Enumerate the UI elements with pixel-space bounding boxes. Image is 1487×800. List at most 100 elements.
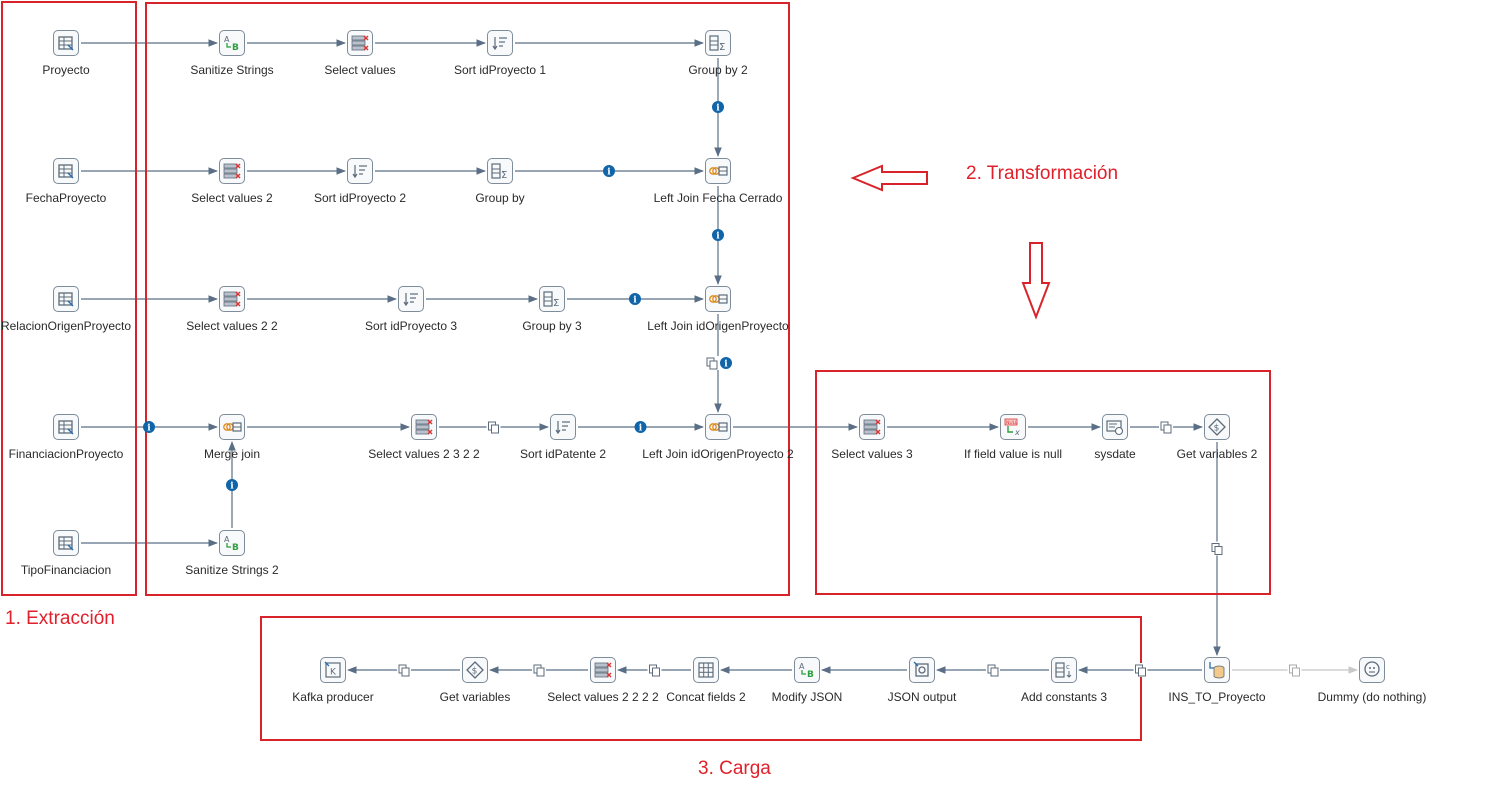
- step-proyecto[interactable]: [53, 30, 79, 56]
- step-label-dummy: Dummy (do nothing): [1317, 690, 1427, 704]
- table-input-icon: [57, 34, 75, 52]
- step-label-mergejoin: Merge join: [203, 447, 261, 461]
- step-selectvalues[interactable]: [347, 30, 373, 56]
- svg-text:Σ: Σ: [719, 42, 725, 52]
- step-sortpatente[interactable]: [550, 414, 576, 440]
- svg-text:A: A: [224, 35, 230, 44]
- step-fechaproyecto[interactable]: [53, 158, 79, 184]
- svg-text:Σ: Σ: [501, 170, 507, 180]
- svg-text:B: B: [232, 43, 239, 52]
- info-hop-icon: i: [712, 229, 724, 242]
- sort-rows-icon: [351, 162, 369, 180]
- step-label-selectvalues2322: Select values 2 3 2 2: [368, 447, 480, 461]
- load-label: 3. Carga: [698, 758, 771, 779]
- regions-layer: [1, 1, 1271, 741]
- step-leftjoinfecha[interactable]: [705, 158, 731, 184]
- step-label-concat2: Concat fields 2: [666, 690, 746, 704]
- select-values-icon: [222, 162, 242, 180]
- step-getvars2[interactable]: $: [1204, 414, 1230, 440]
- step-concat2[interactable]: [693, 657, 719, 683]
- step-label-getvars: Get variables: [439, 690, 511, 704]
- step-leftjoinorigen[interactable]: [705, 286, 731, 312]
- svg-text:i: i: [639, 424, 643, 434]
- step-label-selectvalues2: Select values 2: [191, 191, 273, 205]
- info-hop-icon: i: [226, 479, 238, 492]
- select-values-icon: [414, 418, 434, 436]
- step-selectvalues2[interactable]: [219, 158, 245, 184]
- step-getvars[interactable]: $: [462, 657, 488, 683]
- down-outline-arrow-icon: [1021, 242, 1051, 320]
- step-label-financiacion: FinanciacionProyecto: [8, 447, 124, 461]
- sort-rows-icon: [402, 290, 420, 308]
- step-selectvalues22[interactable]: [219, 286, 245, 312]
- step-label-sort1: Sort idProyecto 1: [453, 63, 547, 77]
- step-label-groupby2: Group by 2: [688, 63, 748, 77]
- copy-rows-hop-icon: [986, 663, 1000, 677]
- step-label-sort3: Sort idProyecto 3: [364, 319, 458, 333]
- step-label-selectvalues: Select values: [324, 63, 396, 77]
- svg-text:B: B: [232, 543, 239, 552]
- step-sort3[interactable]: [398, 286, 424, 312]
- step-label-groupby3: Group by 3: [522, 319, 582, 333]
- step-kafka[interactable]: K: [320, 657, 346, 683]
- step-label-modifyjson: Modify JSON: [771, 690, 843, 704]
- step-financiacion[interactable]: [53, 414, 79, 440]
- transformation-label: 2. Transformación: [966, 163, 1119, 184]
- json-output-icon: [913, 661, 931, 679]
- svg-text:i: i: [147, 424, 151, 434]
- svg-text:$: $: [1214, 424, 1220, 434]
- step-sysdate[interactable]: [1102, 414, 1128, 440]
- copy-rows-hop-icon: [705, 356, 719, 370]
- step-label-fechaproyecto: FechaProyecto: [25, 191, 107, 205]
- system-info-icon: [1105, 418, 1125, 436]
- info-hop-icon: i: [143, 421, 155, 434]
- step-relacion[interactable]: [53, 286, 79, 312]
- info-hop-icon: i: [634, 421, 647, 434]
- copy-rows-hop-icon: [532, 663, 546, 677]
- copy-rows-hop-icon: [647, 663, 662, 677]
- step-addconst3[interactable]: c: [1051, 657, 1077, 683]
- step-selectvalues2222[interactable]: [590, 657, 616, 683]
- sort-rows-icon: [554, 418, 572, 436]
- kafka-producer-icon: K: [324, 661, 342, 679]
- step-label-proyecto: Proyecto: [42, 63, 90, 77]
- svg-text:B: B: [807, 670, 814, 679]
- step-mergejoin[interactable]: [219, 414, 245, 440]
- add-constants-icon: c: [1054, 661, 1074, 679]
- svg-text:i: i: [607, 168, 611, 178]
- step-sort1[interactable]: [487, 30, 513, 56]
- step-tipofin[interactable]: [53, 530, 79, 556]
- step-label-kafka: Kafka producer: [292, 690, 374, 704]
- step-insproyecto[interactable]: [1204, 657, 1230, 683]
- copy-rows-hop-icon: [397, 663, 411, 677]
- info-hop-icon: i: [720, 357, 732, 370]
- step-groupby[interactable]: Σ: [487, 158, 513, 184]
- transformation-region-box: [145, 2, 790, 596]
- svg-text:i: i: [716, 232, 720, 242]
- step-sort2[interactable]: [347, 158, 373, 184]
- step-groupby3[interactable]: Σ: [539, 286, 565, 312]
- dummy-icon: [1362, 660, 1382, 680]
- select-values-icon: [593, 661, 613, 679]
- select-values-icon: [222, 290, 242, 308]
- svg-text:i: i: [230, 482, 234, 492]
- step-leftjoinorigen2[interactable]: [705, 414, 731, 440]
- step-dummy[interactable]: [1359, 657, 1385, 683]
- step-label-selectvalues3: Select values 3: [831, 447, 913, 461]
- step-groupby2[interactable]: Σ: [705, 30, 731, 56]
- copy-rows-hop-icon: [1133, 663, 1148, 677]
- step-label-insproyecto: INS_TO_Proyecto: [1168, 690, 1266, 704]
- step-selectvalues2322[interactable]: [411, 414, 437, 440]
- step-selectvalues3[interactable]: [859, 414, 885, 440]
- step-jsonoutput[interactable]: [909, 657, 935, 683]
- step-label-jsonoutput: JSON output: [887, 690, 957, 704]
- step-label-sanitize: Sanitize Strings: [190, 63, 274, 77]
- step-label-sort2: Sort idProyecto 2: [313, 191, 407, 205]
